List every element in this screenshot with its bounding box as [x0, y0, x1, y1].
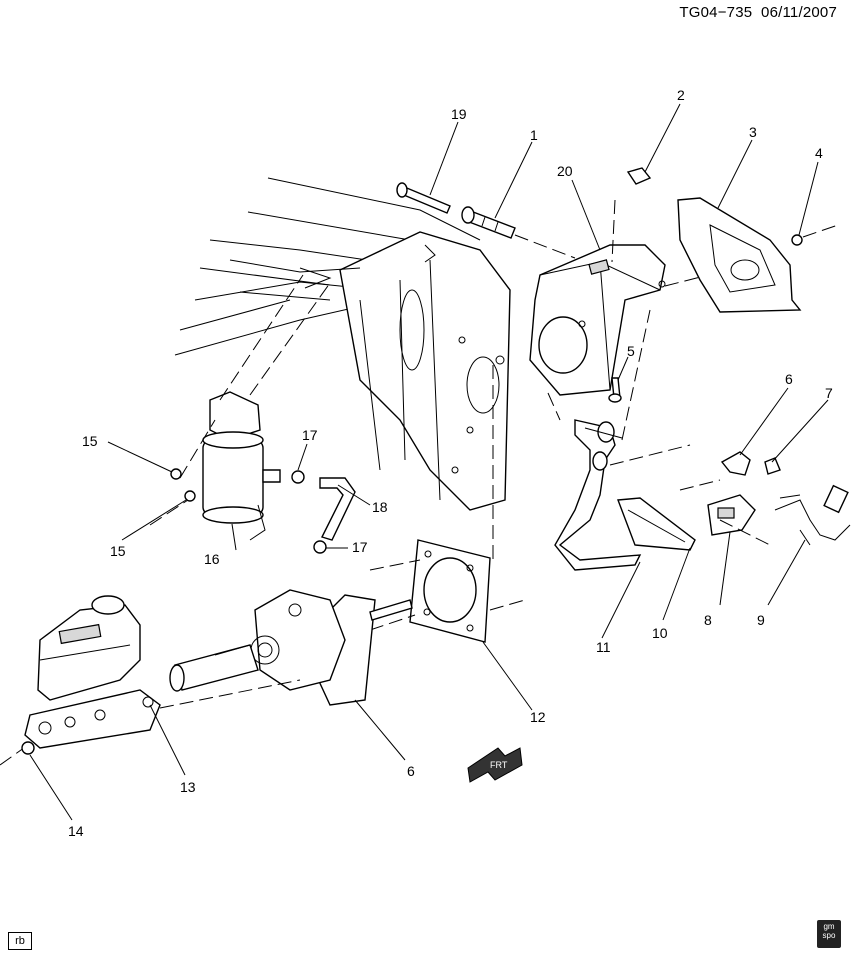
callout-9: 9 — [757, 612, 765, 628]
callout-4: 4 — [815, 145, 823, 161]
callout-13: 13 — [180, 779, 196, 795]
callout-17-upper: 17 — [302, 427, 318, 443]
brake-light-switch — [707, 494, 756, 536]
callout-labels: 19 1 2 3 4 20 5 6 7 8 9 10 11 12 6 13 14… — [68, 87, 833, 839]
pedal-bracket — [529, 244, 666, 396]
diagram-date: 06/11/2007 — [761, 4, 837, 21]
clip-nut — [626, 167, 652, 185]
brake-pedal-arm — [554, 419, 642, 571]
master-cylinder — [24, 595, 161, 749]
power-brake-booster — [169, 589, 413, 706]
callout-18: 18 — [372, 499, 388, 515]
switch-retainer — [720, 451, 751, 476]
gm-spo-logo-icon: gm spo — [817, 920, 841, 948]
switch-clip — [764, 457, 781, 475]
callout-19: 19 — [451, 106, 467, 122]
callout-3: 3 — [749, 124, 757, 140]
bracket-nut — [791, 234, 803, 246]
wiring-harness — [774, 484, 851, 546]
diagram-id: TG04−735 — [679, 4, 753, 21]
svg-text:FRT: FRT — [490, 760, 508, 770]
bracket-bolt — [608, 377, 622, 403]
leader-lines — [29, 103, 829, 821]
callout-5: 5 — [627, 343, 635, 359]
master-cylinder-nut — [21, 741, 35, 755]
callout-15-lower: 15 — [110, 543, 126, 559]
booster-gasket — [409, 539, 491, 643]
rb-tag: rb — [8, 932, 32, 950]
callout-17-lower: 17 — [352, 539, 368, 555]
reservoir-nut-lower — [184, 490, 196, 502]
front-direction-arrow-icon: FRT — [467, 747, 523, 783]
callout-8: 8 — [704, 612, 712, 628]
reinforcement-plate — [677, 197, 802, 313]
callout-14: 14 — [68, 823, 84, 839]
callout-16: 16 — [204, 551, 220, 567]
callout-6-switch: 6 — [785, 371, 793, 387]
callout-1: 1 — [530, 127, 538, 143]
callout-11: 11 — [596, 639, 611, 655]
callout-12: 12 — [530, 709, 546, 725]
diagram-header: TG04−735 06/11/2007 — [679, 4, 837, 21]
callout-2: 2 — [677, 87, 685, 103]
pivot-bolt — [396, 182, 451, 214]
callout-15-upper: 15 — [82, 433, 98, 449]
pivot-bushing — [461, 206, 516, 239]
hose-clamp-lower — [313, 540, 327, 554]
fluid-reservoir — [202, 391, 281, 541]
hose-clamp-upper — [291, 470, 305, 484]
callout-20: 20 — [557, 163, 573, 179]
callout-6-booster: 6 — [407, 763, 415, 779]
reservoir-nut-upper — [170, 468, 182, 480]
firewall-structure — [174, 177, 511, 511]
callout-10: 10 — [652, 625, 668, 641]
pedal-pad — [617, 497, 696, 551]
callout-7: 7 — [825, 385, 833, 401]
reservoir-hose — [319, 477, 356, 541]
